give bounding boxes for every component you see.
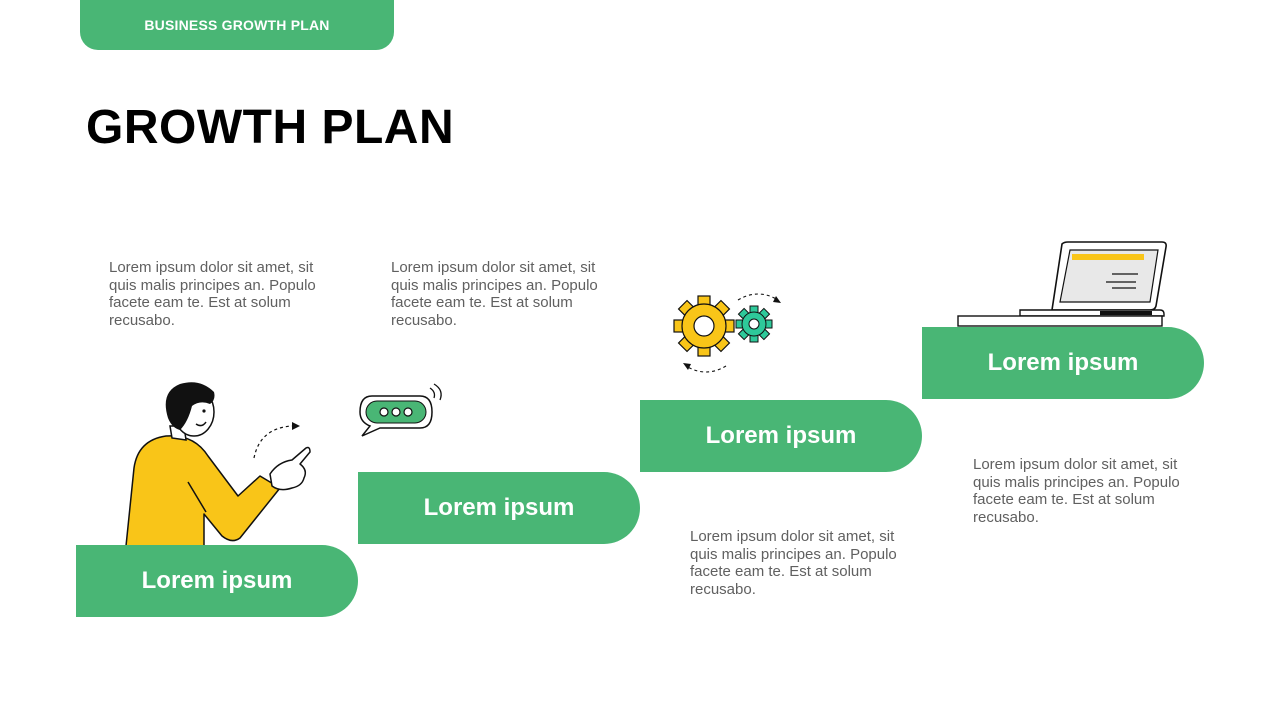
step-3-description: Lorem ipsum dolor sit amet, sit quis mal…	[690, 528, 897, 598]
step-2-bar: Lorem ipsum	[358, 472, 640, 544]
step-3-bar: Lorem ipsum	[640, 400, 922, 472]
step-1-description: Lorem ipsum dolor sit amet, sit quis mal…	[109, 259, 316, 329]
step-2-description: Lorem ipsum dolor sit amet, sit quis mal…	[391, 259, 598, 329]
step-4-label: Lorem ipsum	[987, 349, 1139, 376]
step-1-bar: Lorem ipsum	[76, 545, 358, 617]
step-4-description: Lorem ipsum dolor sit amet, sit quis mal…	[973, 456, 1180, 526]
chat-bubble-icon	[359, 383, 442, 437]
laptop-icon	[957, 241, 1167, 327]
person-pointing-icon	[125, 382, 311, 547]
page-title: GROWTH PLAN	[86, 101, 455, 154]
step-4-bar: Lorem ipsum	[922, 327, 1204, 399]
step-3-label: Lorem ipsum	[705, 422, 857, 449]
step-2-label: Lorem ipsum	[423, 494, 575, 521]
header-tab: BUSINESS GROWTH PLAN	[80, 0, 394, 50]
gears-icon	[673, 293, 781, 373]
step-1-label: Lorem ipsum	[141, 567, 293, 594]
